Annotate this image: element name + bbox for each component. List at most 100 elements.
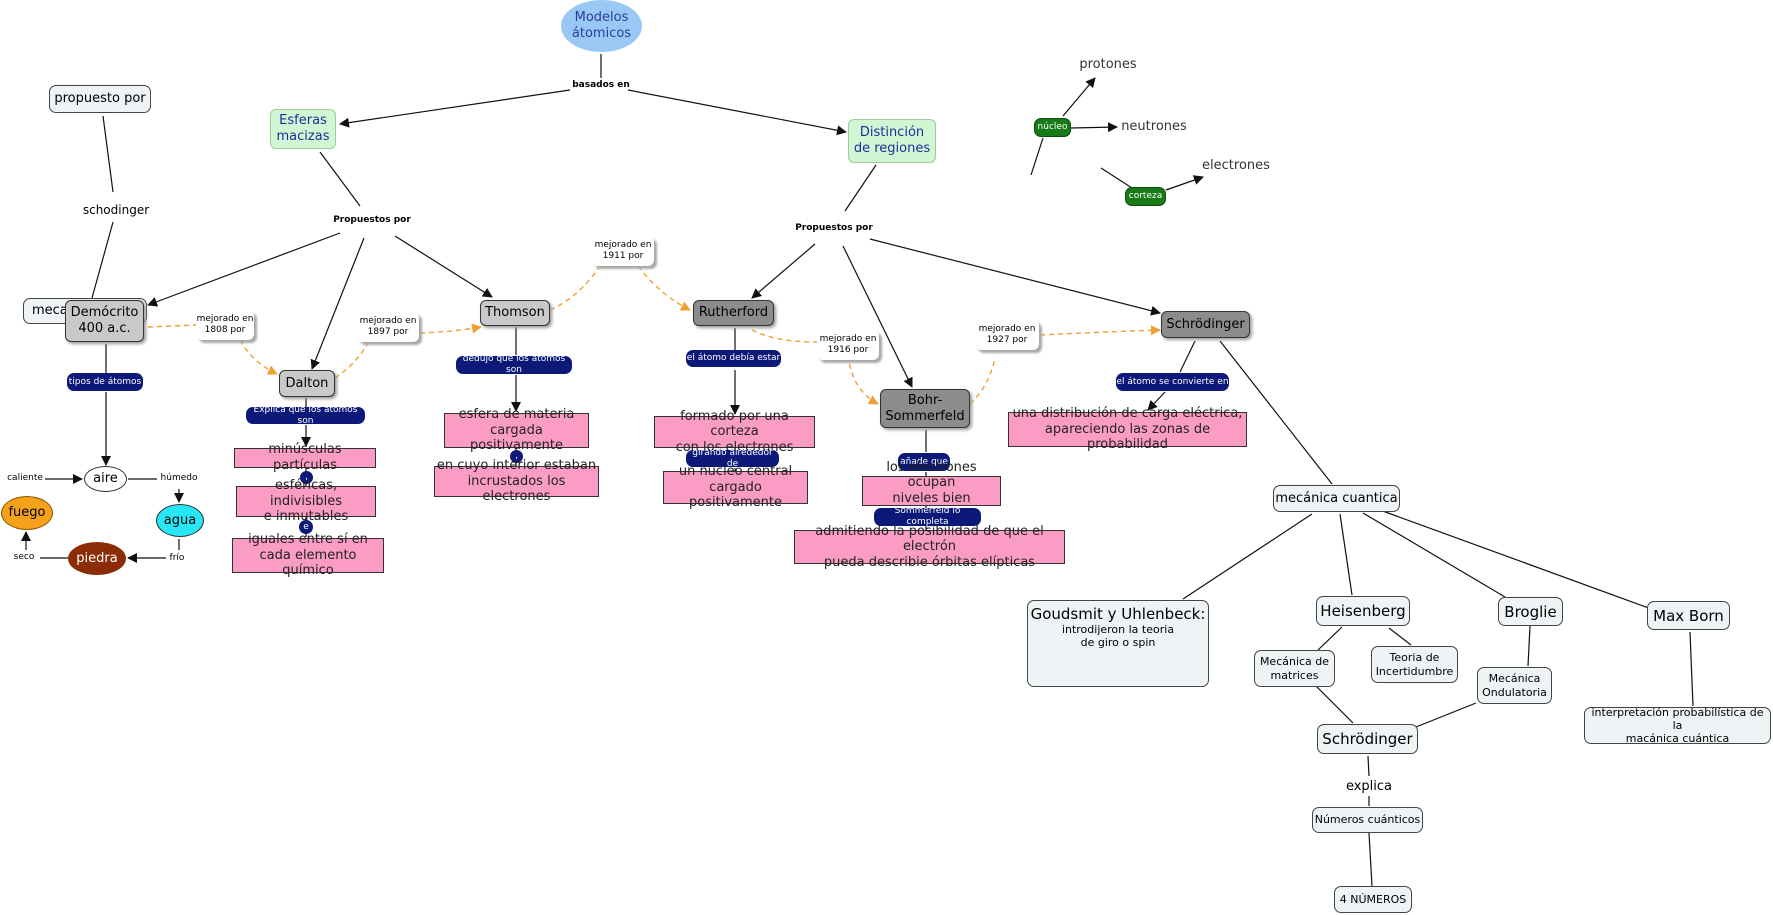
label-sommerfeld-completa: Sommerfeld lo completa xyxy=(874,506,981,527)
link-basados-distincion xyxy=(627,89,847,136)
node-esferas-macizas[interactable]: Esferas macizas xyxy=(270,109,336,149)
link-heisenberg-matrices xyxy=(1317,626,1343,651)
node-mecanica-cuantica[interactable]: mecánica cuantica xyxy=(1273,485,1400,512)
link-prop2-rutherford xyxy=(751,243,816,299)
connector-dot-dalton-1: , xyxy=(300,471,313,484)
node-interpretacion[interactable]: interpretación probabilística de la macá… xyxy=(1584,706,1771,745)
link-nucleo-neutrones xyxy=(1070,122,1118,133)
node-esfera-materia[interactable]: esfera de materia cargada positivamente xyxy=(444,407,589,453)
link-heisenberg-incertidumbre xyxy=(1388,627,1412,646)
dashed-1927-schrodinger xyxy=(1039,325,1161,336)
node-niveles[interactable]: los electrones ocupan niveles bien defin… xyxy=(862,460,1001,522)
node-heisenberg[interactable]: Heisenberg xyxy=(1316,596,1410,626)
link-corteza-top xyxy=(1100,167,1133,189)
label-explica-atomos: Explica que los átomos son xyxy=(246,405,365,426)
node-nucleo-central[interactable]: un núcleo central cargado positivamente xyxy=(663,464,808,510)
link-ondulatoria-schrodinger xyxy=(1415,702,1477,728)
link-propuesto-schodinger xyxy=(102,115,114,193)
link-schrodinger-explica xyxy=(1367,755,1370,777)
node-fuego[interactable]: fuego xyxy=(1,496,53,530)
node-iguales[interactable]: iguales entre sí en cada elemento químic… xyxy=(232,532,384,578)
link-nucleo-stub xyxy=(1030,137,1044,176)
dashed-democrito-1808 xyxy=(147,324,197,328)
node-mecanica-matrices[interactable]: Mecánica de matrices xyxy=(1254,650,1335,687)
link-mecanica-heisenberg xyxy=(1339,513,1353,596)
link-prop2-bohr xyxy=(842,245,913,388)
node-broglie[interactable]: Broglie xyxy=(1498,597,1563,626)
node-thomson[interactable]: Thomson xyxy=(480,300,550,326)
link-mecanica-goudsmit xyxy=(1182,513,1313,600)
node-corteza[interactable]: corteza xyxy=(1125,187,1166,206)
link-basados-esferas xyxy=(339,89,571,128)
node-schrodinger-top[interactable]: Schrödinger xyxy=(1161,311,1250,338)
node-schrodinger-bottom[interactable]: Schrödinger xyxy=(1317,724,1418,754)
connector-dot-dalton-e: e xyxy=(299,520,313,534)
node-formado-corteza[interactable]: formado por una corteza con los electron… xyxy=(654,409,815,455)
label-caliente: caliente xyxy=(7,472,43,483)
label-seco: seco xyxy=(13,551,35,562)
link-broglie-ondulatoria xyxy=(1527,625,1531,667)
node-goudsmit-uhlenbeck[interactable]: Goudsmit y Uhlenbeck: introdijeron la te… xyxy=(1027,600,1209,687)
node-numeros-cuanticos[interactable]: Números cuánticos xyxy=(1312,807,1423,833)
dashed-dalton-1897 xyxy=(334,342,369,379)
node-agua[interactable]: agua xyxy=(156,504,204,537)
link-prop1-democrito xyxy=(147,232,341,307)
node-aire[interactable]: aire xyxy=(84,466,127,492)
label-electrones: electrones xyxy=(1202,158,1270,174)
label-humedo: húmedo xyxy=(160,472,198,483)
label-mejorado-1911: mejorado en 1911 por xyxy=(592,236,654,266)
node-esfericas[interactable]: esféricas, indivisibles e inmutables xyxy=(236,478,376,524)
label-mejorado-1916: mejorado en 1916 por xyxy=(817,330,879,360)
dashed-bohr-1927 xyxy=(969,356,996,405)
link-convierte-distribucion xyxy=(1147,391,1166,411)
node-admitiendo[interactable]: admitiendo la posibilidad de que el elec… xyxy=(794,524,1065,570)
node-democrito[interactable]: Demócrito 400 a.c. xyxy=(65,300,144,342)
link-mecanica-maxborn xyxy=(1379,509,1655,611)
label-dedujo: dedujo que los átomos son xyxy=(456,354,572,375)
node-4-numeros[interactable]: 4 NÚMEROS xyxy=(1334,886,1412,913)
label-basados-en: basados en xyxy=(572,79,630,90)
link-mecanica-broglie xyxy=(1362,512,1506,598)
link-distincion-propuestos xyxy=(844,164,877,212)
label-neutrones: neutrones xyxy=(1121,119,1187,135)
label-tipos-de-atomos: tipos de átomos xyxy=(67,373,143,391)
link-numeros-cuatro xyxy=(1368,832,1373,887)
dashed-1911-rutherford xyxy=(637,265,691,311)
node-distincion-regiones[interactable]: Distinción de regiones xyxy=(848,119,936,163)
dashed-1808-dalton xyxy=(239,339,278,375)
link-prop1-thomson xyxy=(394,235,493,298)
link-corteza-electrones xyxy=(1165,175,1204,191)
node-distribucion-carga[interactable]: una distribución de carga eléctrica, apa… xyxy=(1008,406,1247,452)
node-nucleo[interactable]: núcleo xyxy=(1034,118,1071,137)
goudsmit-text: introdijeron la teoria de giro o spin xyxy=(1061,623,1175,650)
label-anade-que: añade que xyxy=(898,453,950,471)
link-matrices-schrodinger xyxy=(1314,684,1354,724)
node-propuesto-por[interactable]: propuesto por xyxy=(49,85,151,113)
link-prop2-schrodinger xyxy=(869,238,1161,316)
link-maxborn-interpretacion xyxy=(1689,631,1694,707)
node-minusculas-particulas[interactable]: minúsculas partículas xyxy=(234,442,376,473)
dashed-thomson-1911 xyxy=(549,265,601,311)
node-teoria-incertidumbre[interactable]: Teoria de Incertidumbre xyxy=(1371,646,1458,683)
label-se-convierte: el átomo se convierte en xyxy=(1116,373,1229,391)
node-dalton[interactable]: Dalton xyxy=(279,370,335,397)
label-protones: protones xyxy=(1079,57,1137,73)
label-propuestos-por-left: Propuestos por xyxy=(333,214,411,225)
label-mejorado-1927: mejorado en 1927 por xyxy=(975,320,1039,350)
label-girando: girando alrededor de xyxy=(686,448,779,469)
link-nucleo-protones xyxy=(1062,77,1096,117)
node-rutherford[interactable]: Rutherford xyxy=(693,300,774,326)
label-propuestos-por-right: Propuestos por xyxy=(795,222,873,233)
node-piedra[interactable]: piedra xyxy=(68,542,126,575)
node-bohr-sommerfeld[interactable]: Bohr- Sommerfeld xyxy=(880,389,970,428)
node-max-born[interactable]: Max Born xyxy=(1647,601,1730,630)
node-mecanica-ondulatoria[interactable]: Mecánica Ondulatoria xyxy=(1477,667,1552,704)
link-esferas-propuestos xyxy=(319,151,361,207)
connector-dot-thomson: , xyxy=(510,450,523,463)
node-modelos-atomicos[interactable]: Modelos átomicos xyxy=(561,0,642,52)
label-mejorado-1808: mejorado en 1808 por xyxy=(196,310,254,340)
label-mejorado-1897: mejorado en 1897 por xyxy=(357,312,419,342)
node-interior[interactable]: en cuyo interior estaban incrustados los… xyxy=(434,458,599,504)
label-frio: frío xyxy=(169,552,185,563)
link-schodinger-meca xyxy=(91,221,114,299)
